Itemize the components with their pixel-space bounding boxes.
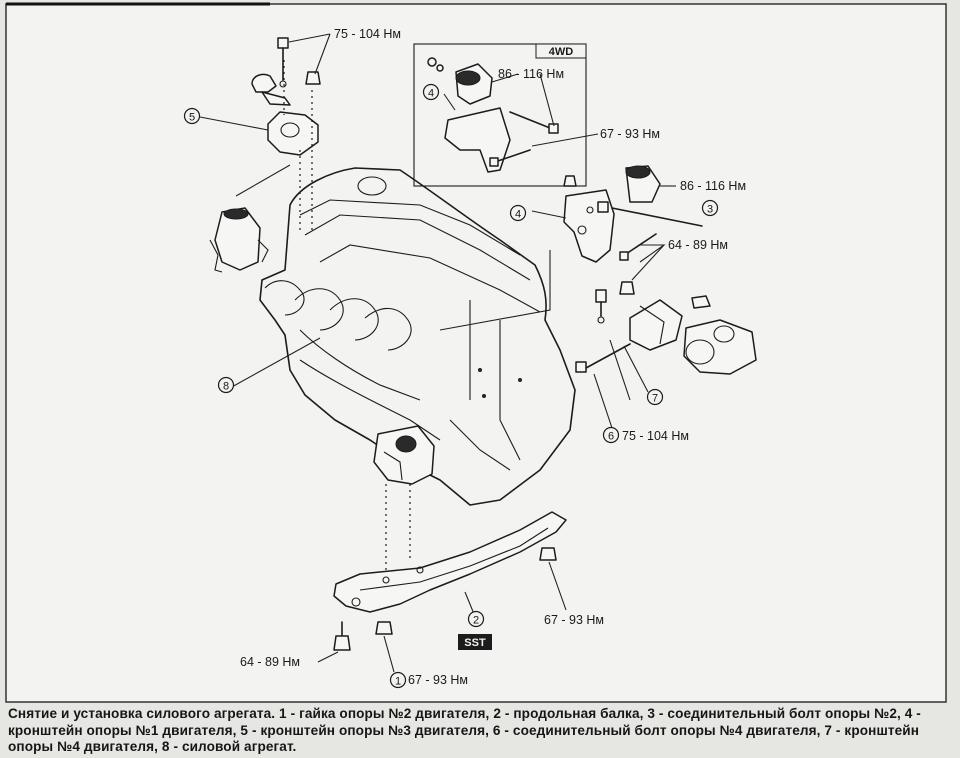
leader-8 [229, 337, 321, 389]
leader-7 [623, 345, 649, 393]
svg-text:4: 4 [428, 88, 434, 100]
torque-86-116-inset: 86 - 116 Нм [498, 67, 564, 81]
leader-64-89-right [631, 244, 666, 281]
callout-6: 6 [602, 426, 620, 444]
leader-6 [593, 373, 613, 429]
torque-75-104-top: 75 - 104 Нм [334, 27, 401, 41]
leader-mount4-to-engine [439, 250, 551, 331]
svg-text:6: 6 [608, 431, 614, 443]
badge-4wd: 4WD [549, 46, 574, 58]
svg-text:8: 8 [223, 381, 229, 393]
badge-4wd-frame [535, 43, 587, 59]
callout-5: 5 [183, 107, 201, 125]
torque-67-93-bottom: 67 - 93 Нм [408, 673, 468, 687]
leader-4-inset [443, 93, 456, 111]
diagram-border [5, 3, 947, 703]
leader-5 [199, 116, 269, 131]
svg-text:5: 5 [189, 112, 195, 124]
torque-64-89-right: 64 - 89 Нм [668, 238, 728, 252]
sst-tag: SST [464, 637, 486, 649]
leader-67-93-inset [531, 133, 599, 147]
callout-8: 8 [217, 376, 235, 394]
inset-4wd-box [413, 43, 587, 187]
leader-2 [464, 591, 475, 615]
svg-text:1: 1 [395, 676, 401, 688]
torque-67-93-right: 67 - 93 Нм [544, 613, 604, 627]
sst-tag-box [458, 634, 492, 650]
crossmember-2 [333, 511, 567, 651]
torque-86-116-right: 86 - 116 Нм [680, 179, 746, 193]
mount-bracket-7 [575, 281, 757, 375]
svg-text:2: 2 [473, 615, 479, 627]
leader-64-89-left [317, 651, 339, 663]
callout-7: 7 [646, 388, 664, 406]
svg-text:4: 4 [515, 209, 521, 221]
leader-67-93-right [548, 561, 567, 611]
callout-4-right: 4 [509, 204, 527, 222]
torque-67-93-inset: 67 - 93 Нм [600, 127, 660, 141]
torque-64-89-left: 64 - 89 Нм [240, 655, 300, 669]
inset-4wd-parts [427, 57, 559, 173]
callout-2: 2 [467, 610, 485, 628]
leader-75-104-top [288, 33, 331, 75]
callout-4-inset: 4 [422, 83, 440, 101]
callout-1: 1 [389, 671, 407, 689]
callout-3: 3 [701, 199, 719, 217]
mount-bracket-1 [373, 425, 435, 570]
svg-text:3: 3 [707, 204, 713, 216]
leader-86-116-inset [491, 73, 555, 127]
leader-4-right [531, 210, 567, 219]
mount-bracket-5 [251, 37, 321, 230]
engine-mount-left [209, 164, 291, 273]
figure-caption: Снятие и установка силового агрегата. 1 … [8, 706, 921, 754]
leader-7b [609, 339, 631, 401]
svg-text:7: 7 [652, 393, 658, 405]
leader-1 [383, 635, 395, 673]
torque-75-104-bottom: 75 - 104 Нм [622, 429, 689, 443]
mount-bracket-4 [563, 165, 703, 263]
